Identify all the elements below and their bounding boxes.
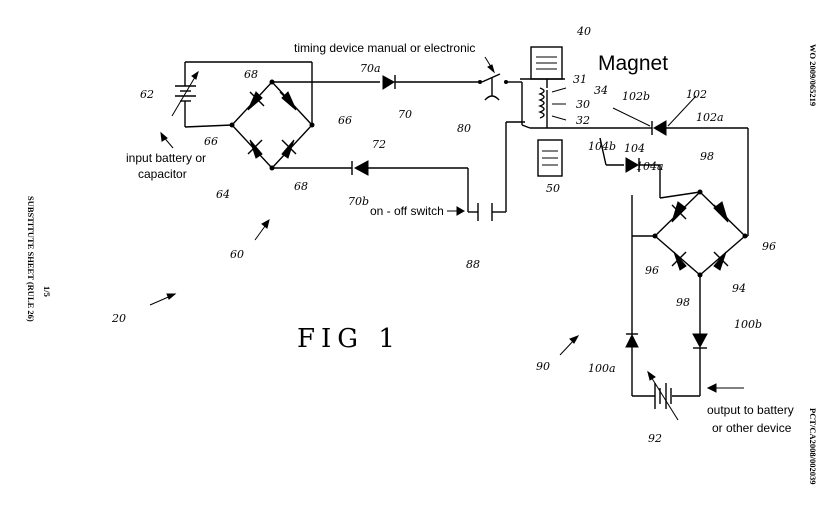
ref-68-bottom: 68 <box>294 180 308 193</box>
magnet-block <box>520 46 565 80</box>
ref-94: 94 <box>732 282 746 295</box>
ref-102: 102 <box>686 88 707 101</box>
ref-68-top: 68 <box>244 68 258 81</box>
ref-80: 80 <box>457 122 471 135</box>
leader-lines <box>149 56 744 393</box>
ref-100a: 100a <box>588 362 616 375</box>
ref-96-left: 96 <box>645 264 659 277</box>
input-battery-symbol <box>171 62 199 127</box>
ref-96-right: 96 <box>762 240 776 253</box>
output-label-line2: or other device <box>712 421 792 435</box>
ref-102a: 102a <box>696 111 724 124</box>
ref-70a: 70a <box>360 62 381 75</box>
timing-device-label: timing device manual or electronic <box>294 41 475 55</box>
on-off-switch <box>468 121 525 221</box>
diode-104 <box>599 137 661 198</box>
output-wiring <box>625 195 748 397</box>
ref-34: 34 <box>594 84 608 97</box>
ref-32: 32 <box>576 114 590 127</box>
ref-31: 31 <box>573 73 587 86</box>
ref-40: 40 <box>576 25 591 38</box>
ref-72: 72 <box>372 138 386 151</box>
ref-70b: 70b <box>348 195 369 208</box>
switch-label: on - off switch <box>370 204 444 218</box>
ref-66-left: 66 <box>204 135 218 148</box>
ref-100b: 100b <box>734 318 762 331</box>
magnet-label: Magnet <box>598 52 668 75</box>
diode-102 <box>640 120 749 236</box>
input-label-line1: input battery or <box>126 151 206 165</box>
capacitor-block <box>537 139 563 177</box>
ref-98-bottom: 98 <box>676 296 690 309</box>
ref-20: 20 <box>111 312 126 325</box>
input-wiring <box>184 61 480 212</box>
ref-30: 30 <box>576 98 590 111</box>
ref-50: 50 <box>546 182 560 195</box>
output-battery-symbol <box>647 370 679 421</box>
ref-88: 88 <box>466 258 480 271</box>
ref-70: 70 <box>398 108 412 121</box>
publication-number: WO 2009/065219 <box>808 44 818 106</box>
figure-title: FIG 1 <box>297 324 401 354</box>
ref-60: 60 <box>230 248 244 261</box>
ref-104: 104 <box>624 142 645 155</box>
input-bridge-rectifier <box>229 79 315 171</box>
output-label-line1: output to battery <box>707 403 794 417</box>
ref-90: 90 <box>536 360 550 373</box>
ref-102b: 102b <box>622 90 650 103</box>
timing-switch <box>478 73 531 129</box>
induction-coil <box>530 79 640 129</box>
margin-sheet-label: SUBSTITUTE SHEET (RULE 26) <box>26 196 36 322</box>
ref-64: 64 <box>216 188 230 201</box>
output-bridge-rectifier <box>652 189 748 278</box>
ref-104a: 104a <box>636 160 664 173</box>
ref-66-right: 66 <box>338 114 352 127</box>
application-number: PCT/CA2008/002039 <box>808 408 818 485</box>
input-label-line2: capacitor <box>138 167 187 181</box>
ref-62: 62 <box>140 88 154 101</box>
ref-104b: 104b <box>588 140 616 153</box>
ref-92: 92 <box>648 432 662 445</box>
ref-98-top: 98 <box>700 150 714 163</box>
margin-page-number: 1/5 <box>42 286 52 297</box>
